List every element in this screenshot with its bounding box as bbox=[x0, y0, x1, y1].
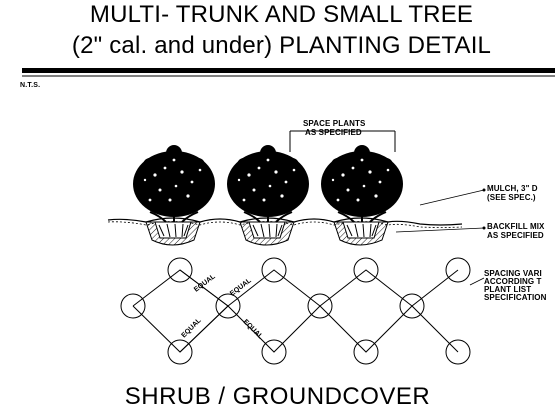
title-underline bbox=[22, 68, 555, 73]
equal-label-1: EQUAL bbox=[193, 273, 217, 294]
spacing-callout-leader bbox=[469, 277, 485, 286]
mulch-label-line-1: MULCH, 3" D bbox=[487, 184, 538, 193]
spacing-label-line-1: SPACING VARI bbox=[484, 269, 542, 278]
spacing-label-line-4: SPECIFICATION bbox=[484, 293, 547, 302]
shrub-middle bbox=[227, 145, 309, 223]
root-ball-left bbox=[154, 221, 192, 239]
callout-leaders bbox=[395, 188, 486, 233]
drawing-title-line-2: (2" cal. and under) PLANTING DETAIL bbox=[71, 32, 492, 59]
backfill-label-line-1: BACKFILL MIX bbox=[487, 222, 545, 231]
mulch-label-line-2: (SEE SPEC.) bbox=[487, 193, 536, 202]
root-ball-right bbox=[342, 221, 380, 239]
equal-label-4: EQUAL bbox=[242, 318, 265, 341]
spacing-label-line-3: PLANT LIST bbox=[484, 285, 532, 294]
drawing-title-line-1: MULTI- TRUNK AND SMALL TREE bbox=[89, 1, 474, 28]
detail-subtitle: SHRUB / GROUNDCOVER bbox=[124, 383, 431, 410]
root-ball-middle bbox=[248, 221, 286, 239]
shrub-left bbox=[133, 145, 215, 223]
equal-label-3: EQUAL bbox=[180, 317, 203, 340]
mulch-layer bbox=[107, 221, 463, 228]
triangular-spacing-plan bbox=[120, 257, 471, 365]
equal-label-2: EQUAL bbox=[229, 277, 253, 298]
shrub-right bbox=[321, 145, 403, 223]
space-plants-label-line-2: AS SPECIFIED bbox=[305, 128, 362, 137]
top-spacing-dimension bbox=[289, 130, 396, 152]
scale-note: N.T.S. bbox=[20, 82, 41, 89]
spacing-label-line-2: ACCORDING T bbox=[484, 277, 542, 286]
backfill-label-line-2: AS SPECIFIED bbox=[487, 231, 544, 240]
space-plants-label-line-1: SPACE PLANTS bbox=[303, 119, 366, 128]
